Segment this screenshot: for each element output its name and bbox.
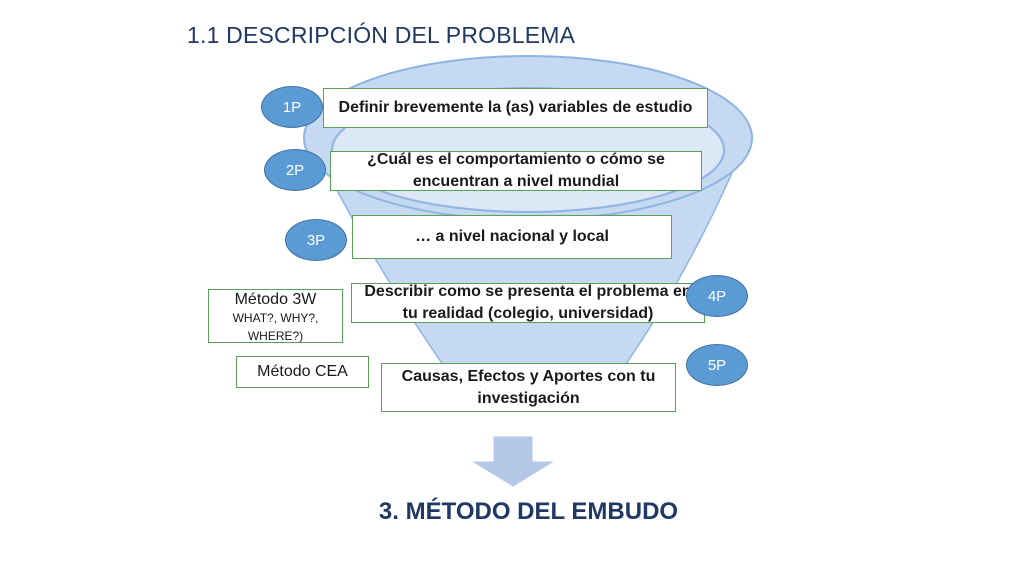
- step-2-text: ¿Cuál es el comportamiento o cómo se enc…: [367, 151, 665, 190]
- down-arrow: [472, 436, 554, 487]
- step-4-badge: 4P: [686, 275, 748, 317]
- method-cea-label: Método CEA: [257, 363, 348, 380]
- step-2-box: ¿Cuál es el comportamiento o cómo se enc…: [330, 151, 702, 191]
- step-3-box: … a nivel nacional y local: [352, 215, 672, 259]
- step-1-text: Definir brevemente la (as) variables de …: [338, 99, 693, 116]
- method-3w-title: Método 3W: [234, 291, 317, 308]
- method-3w-subtitle: WHAT?, WHY?, WHERE?): [232, 311, 319, 343]
- step-5-badge: 5P: [686, 344, 748, 386]
- step-5-text: Causas, Efectos y Aportes con tu investi…: [401, 367, 656, 407]
- step-1-box: Definir brevemente la (as) variables de …: [323, 88, 708, 128]
- step-2-badge: 2P: [264, 149, 326, 191]
- page-title: 1.1 DESCRIPCIÓN DEL PROBLEMA: [187, 22, 576, 48]
- step-5-box: Causas, Efectos y Aportes con tu investi…: [381, 363, 676, 412]
- method-cea-box: Método CEA: [236, 356, 369, 388]
- step-1-badge: 1P: [261, 86, 323, 128]
- method-3w-box: Método 3W WHAT?, WHY?, WHERE?): [208, 289, 343, 343]
- step-4-box: Describir como se presenta el problema e…: [351, 283, 705, 323]
- footer-title: 3. MÉTODO DEL EMBUDO: [378, 498, 679, 525]
- step-3-badge: 3P: [285, 219, 347, 261]
- step-4-text: Describir como se presenta el problema e…: [364, 283, 692, 322]
- step-3-text: … a nivel nacional y local: [415, 228, 609, 245]
